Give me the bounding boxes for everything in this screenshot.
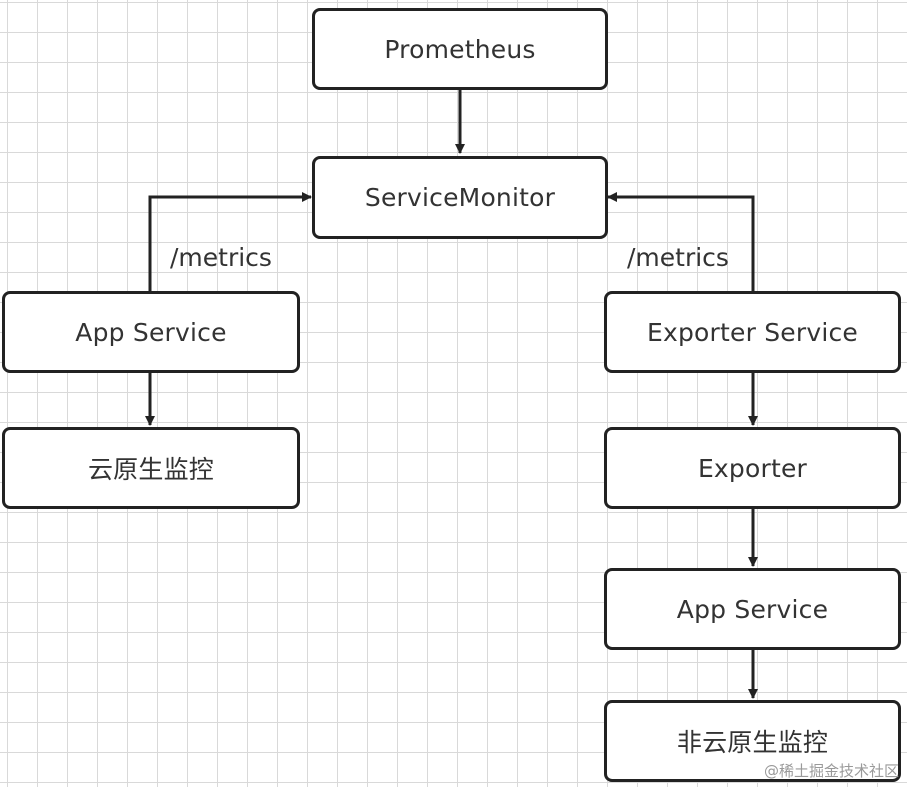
non-cloud-native-monitoring-node: 非云原生监控 xyxy=(604,700,901,782)
watermark: @稀土掘金技术社区 xyxy=(763,762,899,780)
app-service-right-node: App Service xyxy=(604,568,901,650)
exporter-node: Exporter xyxy=(604,427,901,509)
servicemonitor-node: ServiceMonitor xyxy=(312,156,608,239)
right-metrics-label: /metrics xyxy=(627,243,729,272)
prometheus-node: Prometheus xyxy=(312,8,608,90)
arrow-exporter-service-to-servicemonitor xyxy=(607,192,755,292)
exporter-service-node: Exporter Service xyxy=(604,291,901,373)
app-service-left-node: App Service xyxy=(2,291,300,373)
arrow-app-service-to-servicemonitor xyxy=(148,192,312,292)
cloud-native-monitoring-node: 云原生监控 xyxy=(2,427,300,509)
left-metrics-label: /metrics xyxy=(170,243,272,272)
